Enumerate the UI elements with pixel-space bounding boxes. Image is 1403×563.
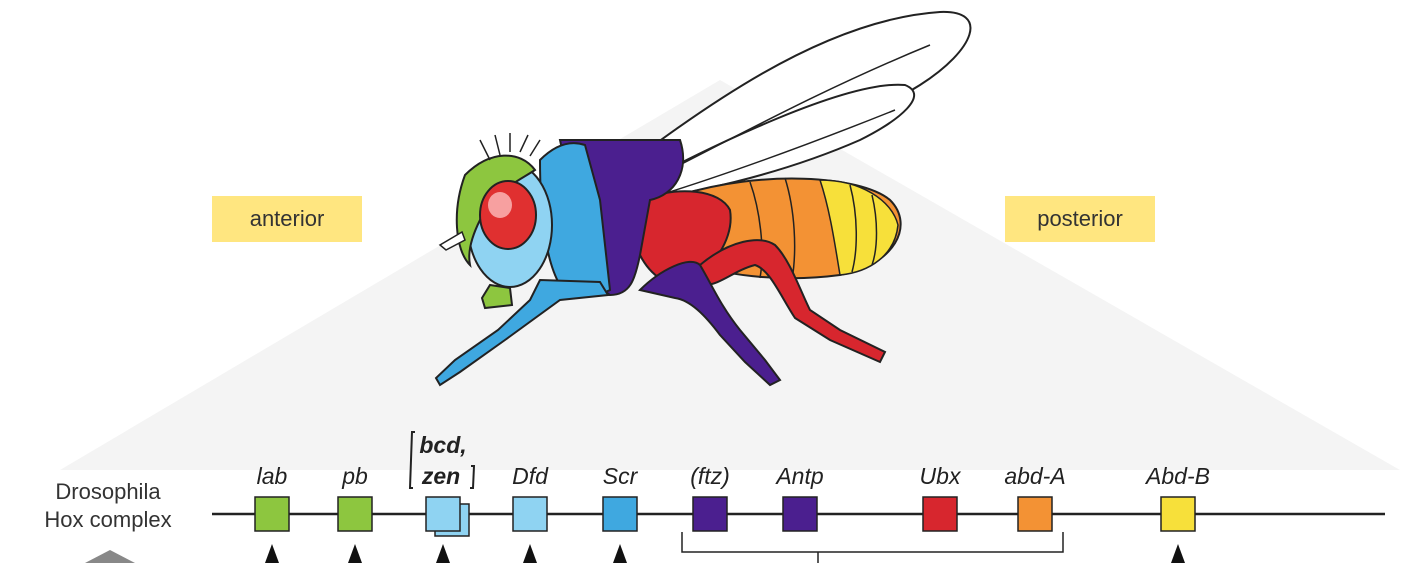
gene-box-0 <box>255 497 289 531</box>
posterior-tag: posterior <box>1005 196 1155 242</box>
gene-label-6: Antp <box>774 463 824 489</box>
gene-arrow-2 <box>436 544 450 563</box>
gene-label-3: Dfd <box>512 463 549 489</box>
gene-box-6 <box>783 497 817 531</box>
eye <box>480 181 536 249</box>
gene-box-4 <box>603 497 637 531</box>
gene-box-5 <box>693 497 727 531</box>
gene-arrow-4 <box>613 544 627 563</box>
gene-box-3 <box>513 497 547 531</box>
gene-arrow-9 <box>1171 544 1185 563</box>
gene-arrow-1 <box>348 544 362 563</box>
grey-marker <box>85 550 135 563</box>
gene-label-4: Scr <box>603 463 639 489</box>
gene-label-2-line1: bcd, <box>419 432 466 458</box>
gene-box-2 <box>426 497 460 531</box>
gene-arrow-0 <box>265 544 279 563</box>
gene-label-2-line2: zen <box>421 463 460 489</box>
gene-box-1 <box>338 497 372 531</box>
gene-box-9 <box>1161 497 1195 531</box>
gene-label-8: abd-A <box>1004 463 1065 489</box>
gene-label-0: lab <box>257 463 288 489</box>
bracket <box>682 532 1063 552</box>
gene-box-8 <box>1018 497 1052 531</box>
hox-label-line2: Hox complex <box>18 506 198 534</box>
gene-label-9: Abd-B <box>1144 463 1210 489</box>
gene-label-1: pb <box>341 463 368 489</box>
gene-label-5: (ftz) <box>690 463 730 489</box>
gene-arrow-3 <box>523 544 537 563</box>
gene-label-7: Ubx <box>920 463 962 489</box>
hox-complex-label: Drosophila Hox complex <box>18 478 198 534</box>
anterior-tag: anterior <box>212 196 362 242</box>
gene-box-7 <box>923 497 957 531</box>
hox-label-line1: Drosophila <box>18 478 198 506</box>
